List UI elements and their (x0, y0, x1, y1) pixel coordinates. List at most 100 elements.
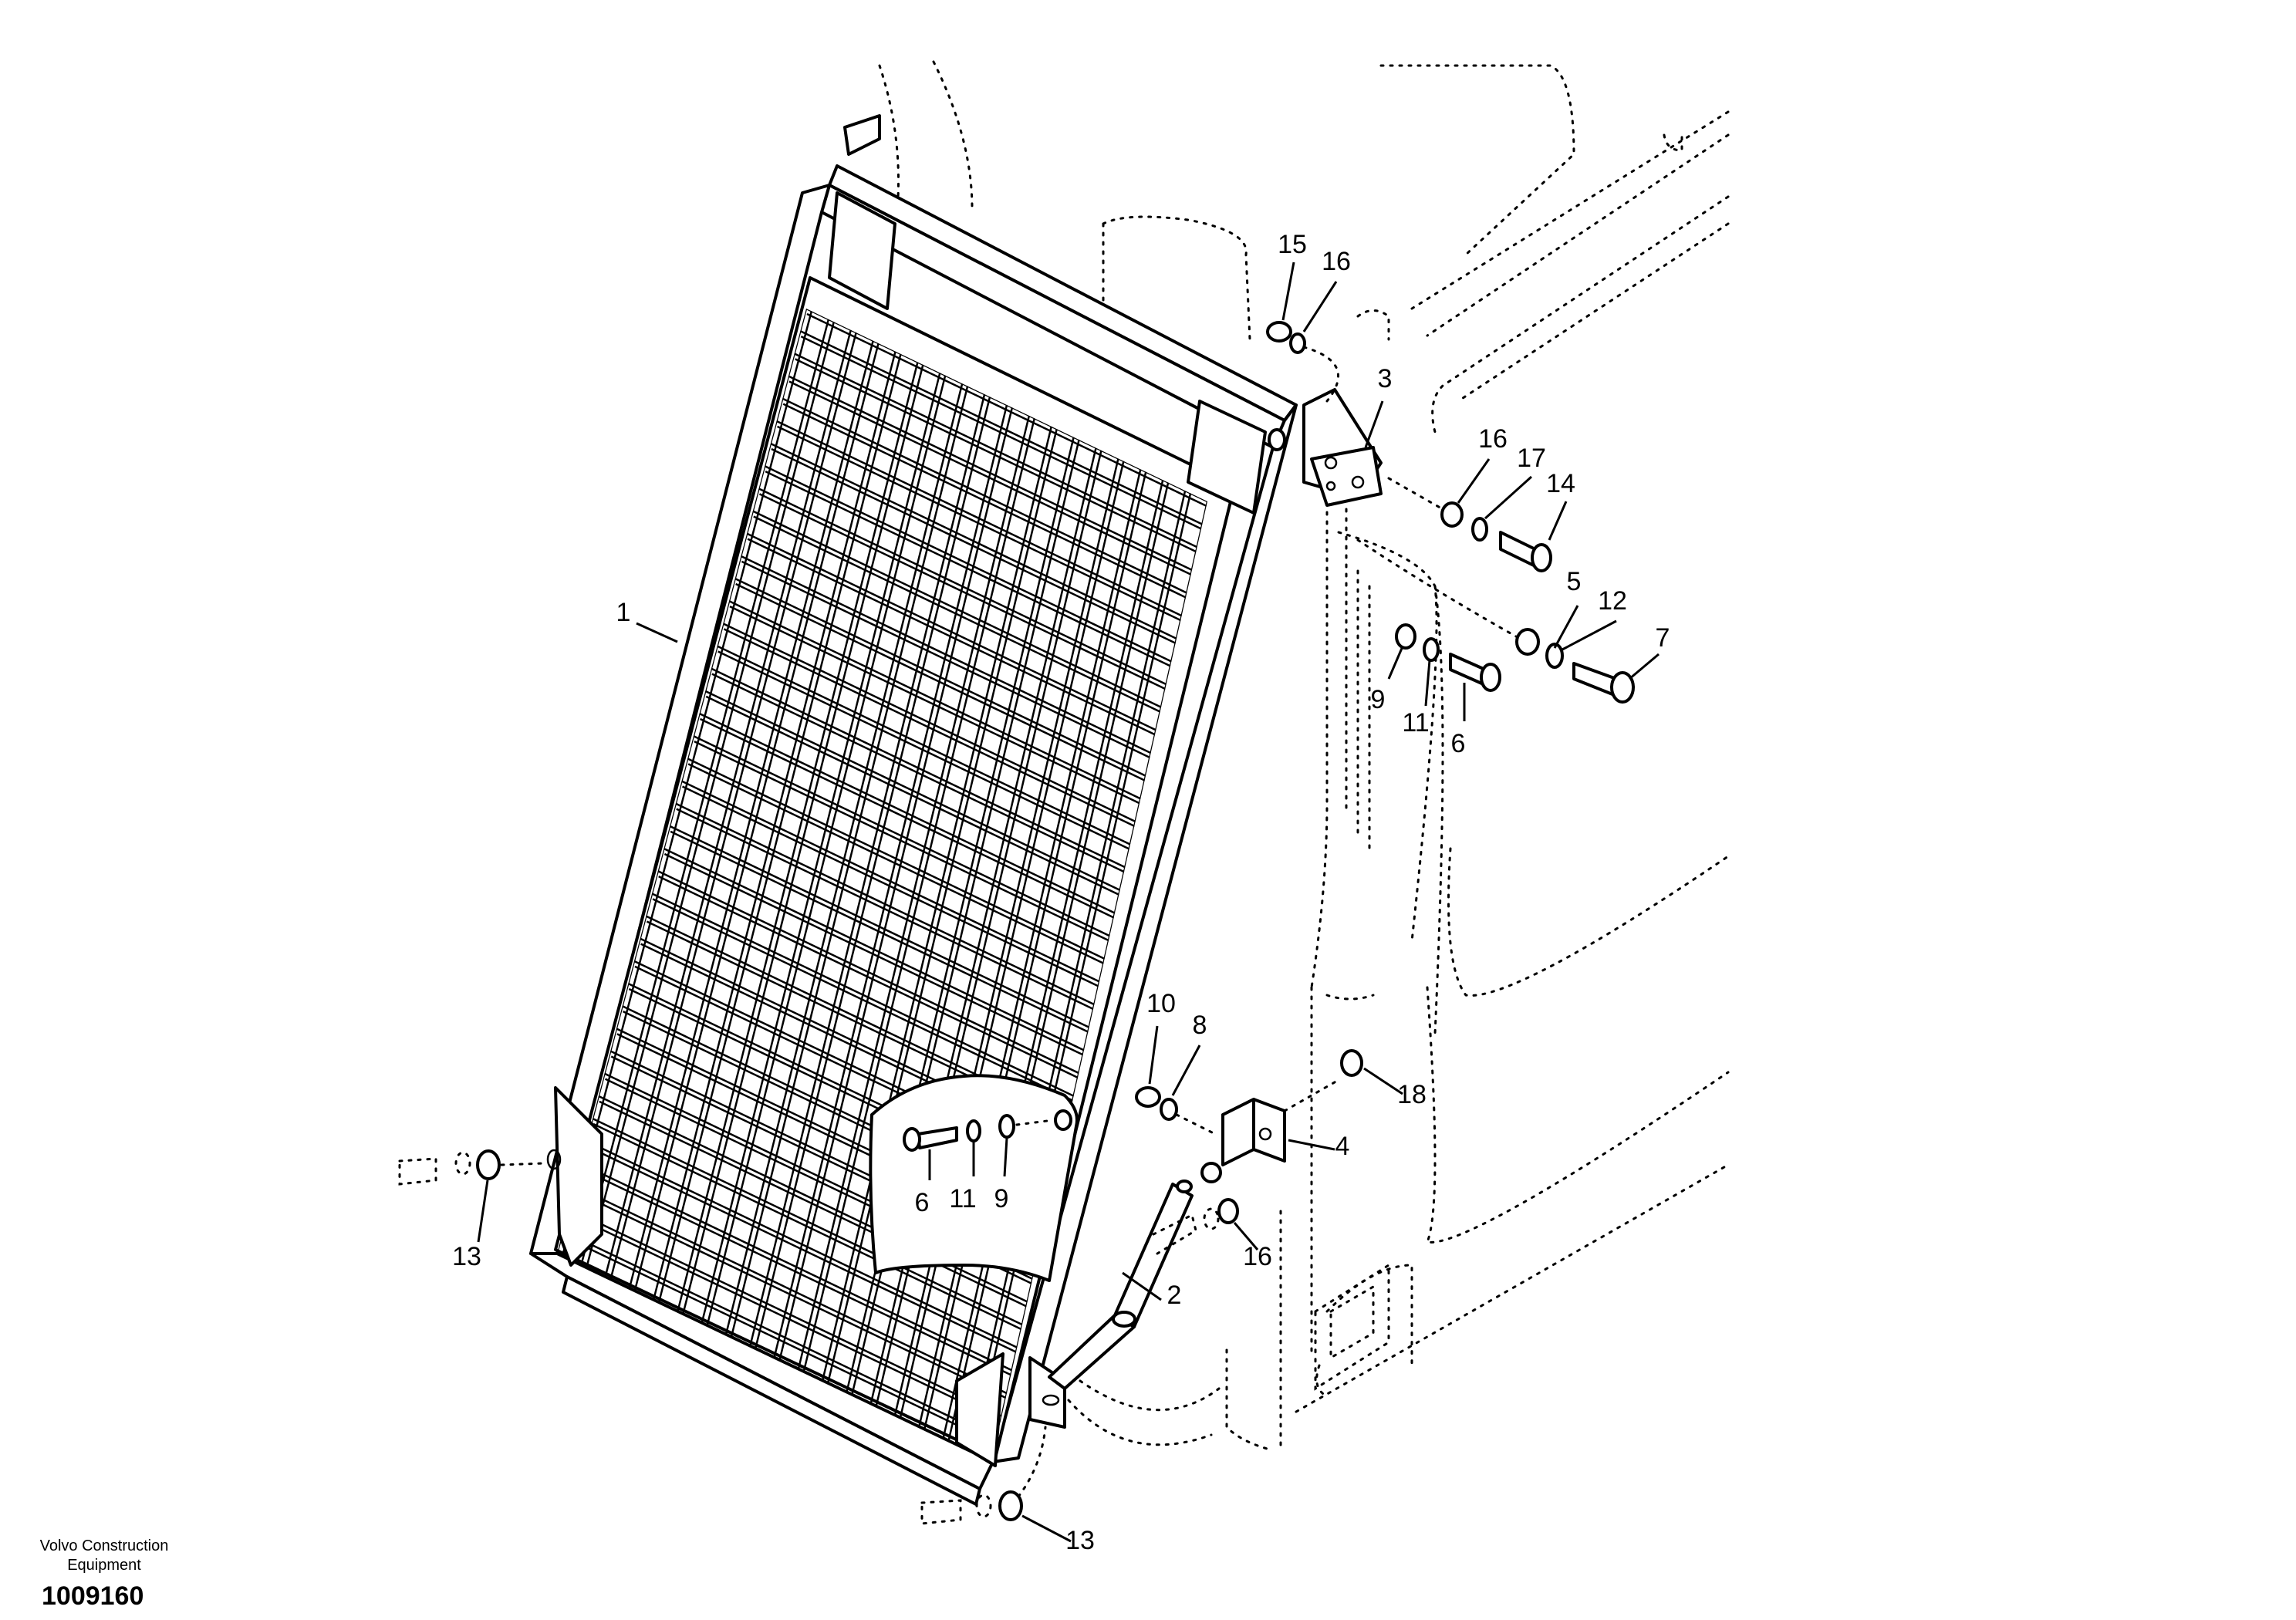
callout-c1: 1 (616, 598, 631, 627)
mesh-bar (581, 1168, 1014, 1377)
mesh-bar (799, 330, 1203, 525)
mesh-bar (586, 1146, 1018, 1354)
callout-c18: 18 (1397, 1080, 1427, 1109)
callout-c10: 10 (1146, 989, 1176, 1018)
mesh-bar (575, 1190, 1008, 1400)
mesh-bar (764, 465, 1172, 663)
callout-c8: 8 (1193, 1011, 1207, 1040)
mesh-bar (663, 847, 1085, 1051)
callout-c14: 14 (1546, 469, 1575, 498)
mesh-bar (771, 447, 1178, 645)
mesh-bar (670, 830, 1091, 1034)
leader-lines (477, 262, 1660, 1543)
callout-c11b: 11 (949, 1184, 976, 1213)
mesh-bar (711, 667, 1126, 869)
hinge-bracket (1268, 388, 1383, 507)
callout-c6a: 6 (1451, 729, 1466, 758)
brand-caption: Volvo Construction Equipment (23, 1537, 185, 1575)
mesh-bar (599, 1100, 1029, 1308)
callout-c3: 3 (1378, 364, 1393, 393)
callout-c6b: 6 (915, 1188, 930, 1217)
mesh-bar (740, 555, 1152, 754)
mesh-bar (788, 375, 1193, 572)
gas-strut (1048, 1162, 1222, 1390)
callout-c16b: 16 (1478, 424, 1508, 454)
mesh-bar (705, 695, 1122, 897)
mesh-bar (657, 870, 1079, 1075)
mesh-bar (806, 312, 1207, 508)
callout-c13b: 13 (1065, 1526, 1095, 1555)
callout-c4: 4 (1335, 1132, 1350, 1161)
mesh-bar (776, 420, 1183, 617)
mesh-bar (758, 488, 1167, 686)
mesh-bar (782, 403, 1188, 599)
mesh-bar (795, 358, 1199, 554)
mesh-bar (563, 1235, 998, 1446)
mesh-bar (652, 898, 1075, 1102)
fasteners (398, 321, 1635, 1525)
callout-c5: 5 (1567, 567, 1582, 596)
strut-bracket (1221, 1098, 1286, 1166)
mesh-bar (568, 1207, 1002, 1417)
mesh-bar (598, 1095, 1028, 1303)
mesh-bar (718, 650, 1132, 851)
mesh-bar (770, 442, 1177, 640)
mesh-bar (593, 1122, 1024, 1331)
mesh-bar (752, 510, 1162, 708)
mesh-bar (753, 515, 1163, 714)
mesh-bar (681, 785, 1101, 988)
callout-c17: 17 (1517, 444, 1546, 473)
detail-cutout (869, 1074, 1079, 1282)
brand-line-2: Equipment (67, 1557, 141, 1574)
mesh-bar (723, 628, 1137, 829)
mesh-bar (574, 1185, 1008, 1395)
callout-c16c: 16 (1243, 1242, 1272, 1271)
callout-c7: 7 (1656, 623, 1670, 653)
mesh-bar (592, 1117, 1023, 1326)
mesh-bar (777, 425, 1183, 623)
mesh-bar (586, 1140, 1018, 1348)
mesh-bar (729, 606, 1142, 805)
mesh-bar (700, 717, 1116, 920)
mesh-bar (728, 600, 1141, 800)
mesh-bar (693, 735, 1110, 937)
machine-body-outline (878, 60, 1730, 1452)
mesh-bar (800, 336, 1204, 531)
mesh-bar (734, 577, 1146, 777)
mesh-bar (562, 1230, 998, 1440)
figure-number: 1009160 (42, 1581, 144, 1611)
callout-c15: 15 (1278, 230, 1307, 259)
callout-c2: 2 (1167, 1281, 1182, 1310)
mesh-bar (782, 397, 1187, 594)
grille-panel (529, 114, 1298, 1506)
callout-c9b: 9 (994, 1184, 1009, 1213)
callout-c12: 12 (1598, 586, 1627, 616)
mesh-bar (580, 1163, 1013, 1372)
callout-c13a: 13 (452, 1242, 481, 1271)
mesh-bar (704, 690, 1121, 892)
mesh-bar (663, 852, 1086, 1057)
mesh-bar (675, 802, 1095, 1006)
mesh-bar (788, 380, 1194, 577)
mesh-bar (669, 825, 1090, 1028)
mesh-bar (758, 493, 1168, 691)
mesh-bar (651, 893, 1075, 1097)
mesh-bar (699, 712, 1116, 914)
mesh-bar (658, 876, 1080, 1080)
mesh-bar (746, 532, 1156, 731)
brand-line-1: Volvo Construction (39, 1537, 169, 1554)
mesh-bar (741, 560, 1153, 760)
mesh-bar (687, 758, 1106, 960)
callout-c9a: 9 (1371, 685, 1386, 714)
mesh-bar (687, 763, 1106, 965)
mesh-bar (694, 741, 1111, 943)
mesh-bar (717, 645, 1131, 845)
mesh-bar (765, 471, 1173, 668)
callout-c11a: 11 (1402, 708, 1429, 737)
mesh-bar (711, 673, 1126, 874)
mesh-bar (680, 780, 1100, 983)
mesh-bar (676, 808, 1096, 1011)
mesh-bar (747, 538, 1157, 737)
